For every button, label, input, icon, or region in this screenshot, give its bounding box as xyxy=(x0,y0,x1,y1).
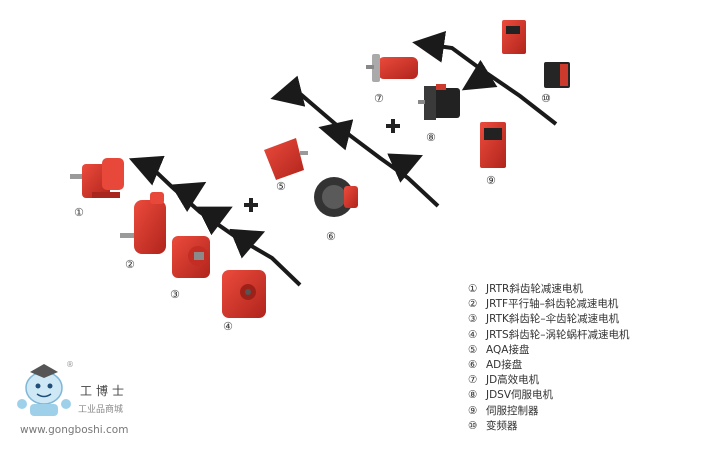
plus-icon-right xyxy=(386,119,400,133)
product-number-2: ② xyxy=(125,258,135,271)
product-image-8 xyxy=(418,84,460,120)
product-number-6: ⑥ xyxy=(326,230,336,243)
product-image-5 xyxy=(264,138,308,180)
legend-number: ⑨ xyxy=(468,404,478,417)
arrow-path-flanges xyxy=(270,75,440,208)
logo-url: www.gongboshi.com xyxy=(20,424,129,436)
legend-label: JRTS斜齿轮–涡轮蜗杆减速电机 xyxy=(486,328,630,341)
product-number-5: ⑤ xyxy=(276,180,286,193)
product-number-1: ① xyxy=(74,206,84,219)
legend-label: 变频器 xyxy=(486,419,518,432)
product-image-3 xyxy=(172,236,210,278)
product-image-7 xyxy=(366,54,418,82)
legend-number: ① xyxy=(468,283,478,295)
legend-label: AQA接盘 xyxy=(486,343,530,356)
legend-number: ③ xyxy=(468,313,478,326)
product-image-4 xyxy=(222,270,266,318)
product-image-10 xyxy=(544,62,570,88)
legend-item: ⑦ JD高效电机 xyxy=(468,373,629,388)
logo-subtitle: 工业品商城 xyxy=(78,405,124,415)
legend-item: ⑨ 伺服控制器 xyxy=(468,404,629,419)
plus-icon-left xyxy=(244,198,258,212)
product-image-9 xyxy=(480,122,506,168)
legend-number: ⑧ xyxy=(468,389,478,402)
legend-item: ③ JRTK斜齿轮–伞齿轮减速电机 xyxy=(468,312,629,327)
product-image-2 xyxy=(120,192,166,254)
legend-item: ⑤ AQA接盘 xyxy=(468,343,629,358)
legend-item: ② JRTF平行轴–斜齿轮减速电机 xyxy=(468,297,629,312)
legend-item: ⑥ AD接盘 xyxy=(468,358,629,373)
legend-label: JDSV伺服电机 xyxy=(486,389,554,402)
product-number-7: ⑦ xyxy=(374,92,384,105)
product-image-10-top xyxy=(502,20,526,54)
product-number-10: ⑩ xyxy=(541,92,551,105)
legend-label: 伺服控制器 xyxy=(486,404,539,417)
legend: ① JRTR斜齿轮减速电机 ② JRTF平行轴–斜齿轮减速电机 ③ JRTK斜齿轮–伞… xyxy=(468,282,629,434)
legend-item: ⑧ JDSV伺服电机 xyxy=(468,388,629,403)
legend-label: AD接盘 xyxy=(486,358,523,371)
legend-item: ① JRTR斜齿轮减速电机 xyxy=(468,282,629,297)
legend-number: ⑦ xyxy=(468,374,478,387)
legend-label: JRTR斜齿轮减速电机 xyxy=(486,283,583,295)
product-number-9: ⑨ xyxy=(486,174,496,187)
legend-item: ⑩ 变频器 xyxy=(468,419,629,434)
arrow-path-gearmotors xyxy=(128,155,302,287)
product-number-3: ③ xyxy=(170,288,180,301)
logo-mascot-icon xyxy=(17,364,71,416)
legend-number: ⑤ xyxy=(468,343,478,356)
arrow-path-drives xyxy=(412,30,558,126)
logo-name: 工博士 xyxy=(80,384,129,398)
legend-label: JRTK斜齿轮–伞齿轮减速电机 xyxy=(486,313,620,326)
legend-number: ⑥ xyxy=(468,358,478,371)
product-image-6 xyxy=(314,177,358,217)
legend-item: ④ JRTS斜齿轮–涡轮蜗杆减速电机 xyxy=(468,328,629,343)
product-number-4: ④ xyxy=(223,320,233,333)
product-number-8: ⑧ xyxy=(426,131,436,144)
legend-number: ⑩ xyxy=(468,419,478,432)
legend-label: JRTF平行轴–斜齿轮减速电机 xyxy=(486,298,619,311)
legend-number: ④ xyxy=(468,328,478,341)
product-image-1 xyxy=(70,158,124,198)
legend-number: ② xyxy=(468,298,478,311)
registered-mark: ® xyxy=(66,360,74,369)
legend-label: JD高效电机 xyxy=(486,374,540,387)
